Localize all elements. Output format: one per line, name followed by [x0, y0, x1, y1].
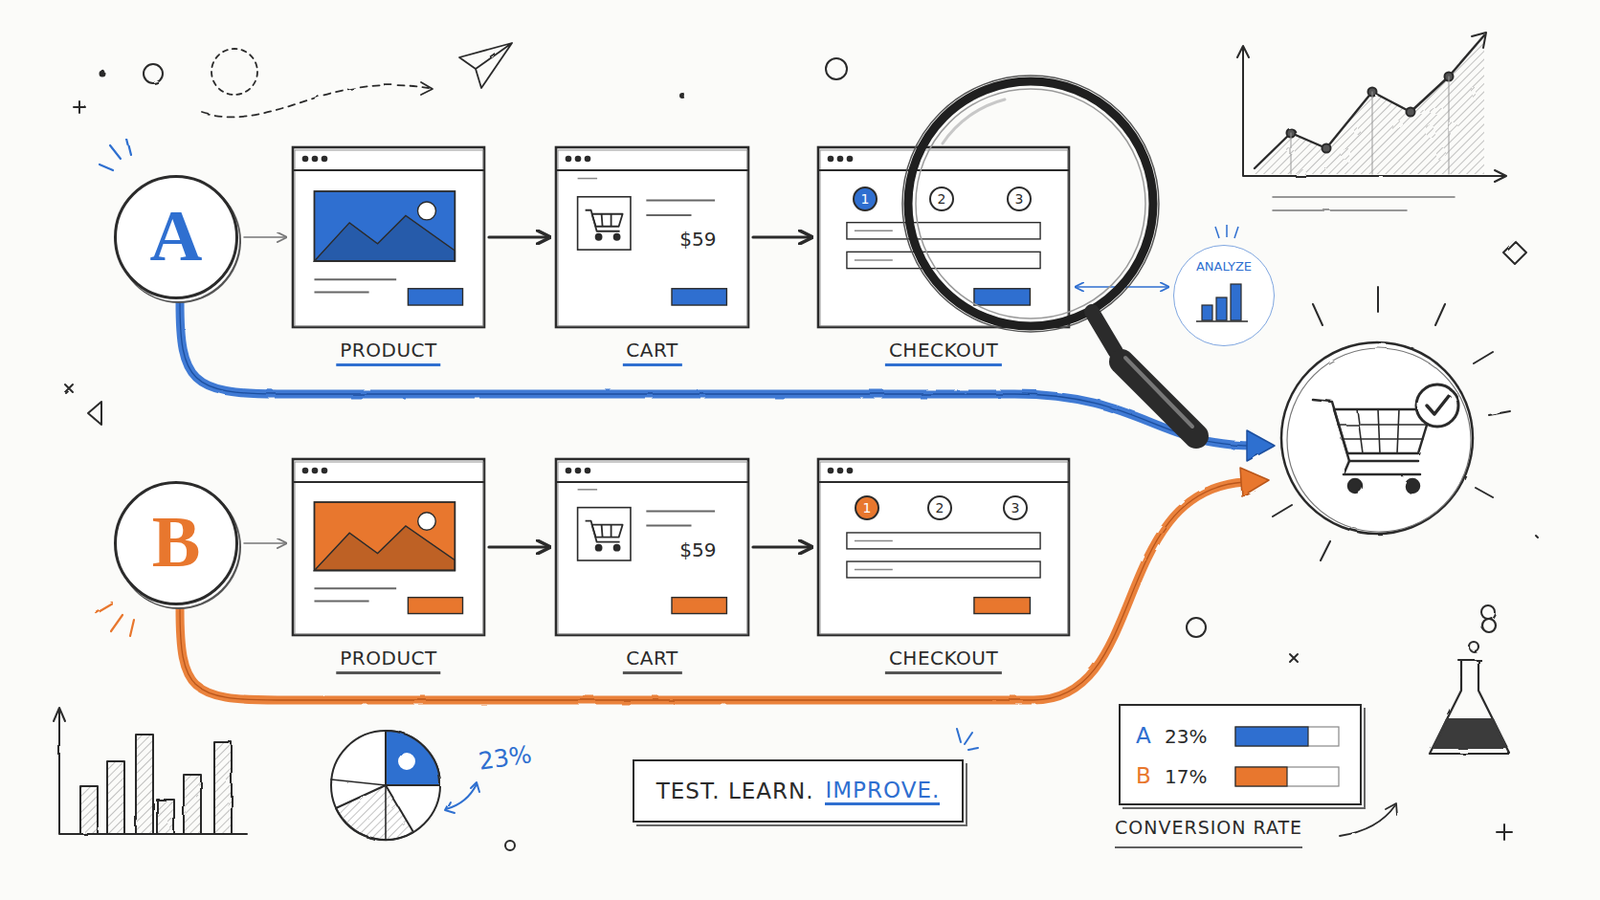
page-label: PRODUCT	[335, 646, 441, 675]
flask	[1429, 619, 1511, 755]
flow-arrow	[1075, 286, 1169, 289]
motto-text: TEST. LEARN.	[656, 778, 815, 804]
analyze-label: ANALYZE	[1196, 259, 1252, 274]
step-number: 3	[1004, 501, 1026, 515]
price: $59	[679, 538, 716, 562]
doodles	[65, 58, 1538, 851]
flow-arrows	[179, 302, 1275, 701]
step-circle: 1	[852, 186, 878, 212]
step-number: 1	[856, 501, 878, 515]
flow-arrow	[244, 542, 287, 545]
percent-label: 23%	[476, 740, 534, 776]
conversion-bars	[1120, 706, 1364, 808]
page-label: CHECKOUT	[885, 338, 1002, 367]
cart-window	[554, 457, 751, 638]
analyze-circle: ANALYZE	[1173, 244, 1275, 347]
step-number: 1	[854, 192, 876, 206]
variant-letter: A	[116, 199, 236, 272]
product-page: PRODUCT	[290, 457, 487, 638]
rate-value: 17%	[1164, 765, 1207, 789]
product-page: PRODUCT	[290, 145, 487, 330]
flow-arrow	[488, 545, 550, 549]
pie-chart	[331, 731, 480, 841]
flow-arrow	[244, 236, 287, 239]
paper-plane	[202, 43, 512, 117]
page-label: PRODUCT	[335, 338, 441, 367]
flow-arrow	[753, 545, 812, 549]
purchase-cart	[1272, 287, 1511, 561]
step-circle: 3	[1006, 186, 1032, 212]
step-number: 3	[1008, 192, 1030, 206]
accent-ticks	[956, 729, 978, 751]
motto-highlight: IMPROVE.	[824, 777, 940, 806]
flow-arrow	[488, 235, 550, 239]
checkout-window	[816, 457, 1071, 638]
bar-chart	[53, 708, 247, 835]
step-circle: 2	[927, 495, 953, 521]
step-number: 2	[929, 501, 951, 515]
step-circle: 2	[929, 186, 955, 212]
conversion-panel: A23%B17%CONVERSION RATE	[1118, 704, 1362, 806]
cart-page: $59CART	[554, 457, 751, 638]
step-number: 2	[931, 192, 953, 206]
rate-value: 23%	[1164, 725, 1207, 749]
page-label: CART	[622, 338, 682, 367]
variant-circle: B	[113, 481, 239, 606]
variant-name: B	[1135, 763, 1152, 789]
motto-box: TEST. LEARN. IMPROVE.	[632, 759, 964, 823]
checkout-page: CHECKOUT123	[816, 457, 1071, 638]
step-circle: 3	[1002, 495, 1028, 521]
cart-window	[554, 145, 751, 330]
product-window	[290, 457, 487, 638]
checkout-window	[816, 145, 1071, 330]
product-window	[290, 145, 487, 330]
page-label: CHECKOUT	[885, 646, 1002, 675]
cart-page: $59CART	[554, 145, 751, 330]
trend-arrow	[1339, 803, 1398, 837]
panel-caption: CONVERSION RATE	[1114, 817, 1303, 839]
price: $59	[679, 227, 716, 251]
page-label: CART	[622, 646, 682, 675]
variant-name: A	[1135, 723, 1152, 749]
line-chart	[1237, 32, 1507, 211]
variant-letter: B	[116, 505, 236, 578]
step-circle: 1	[854, 495, 880, 521]
variant-circle: A	[113, 175, 239, 300]
checkout-page: CHECKOUT123	[816, 145, 1071, 330]
flow-arrow	[753, 235, 812, 239]
